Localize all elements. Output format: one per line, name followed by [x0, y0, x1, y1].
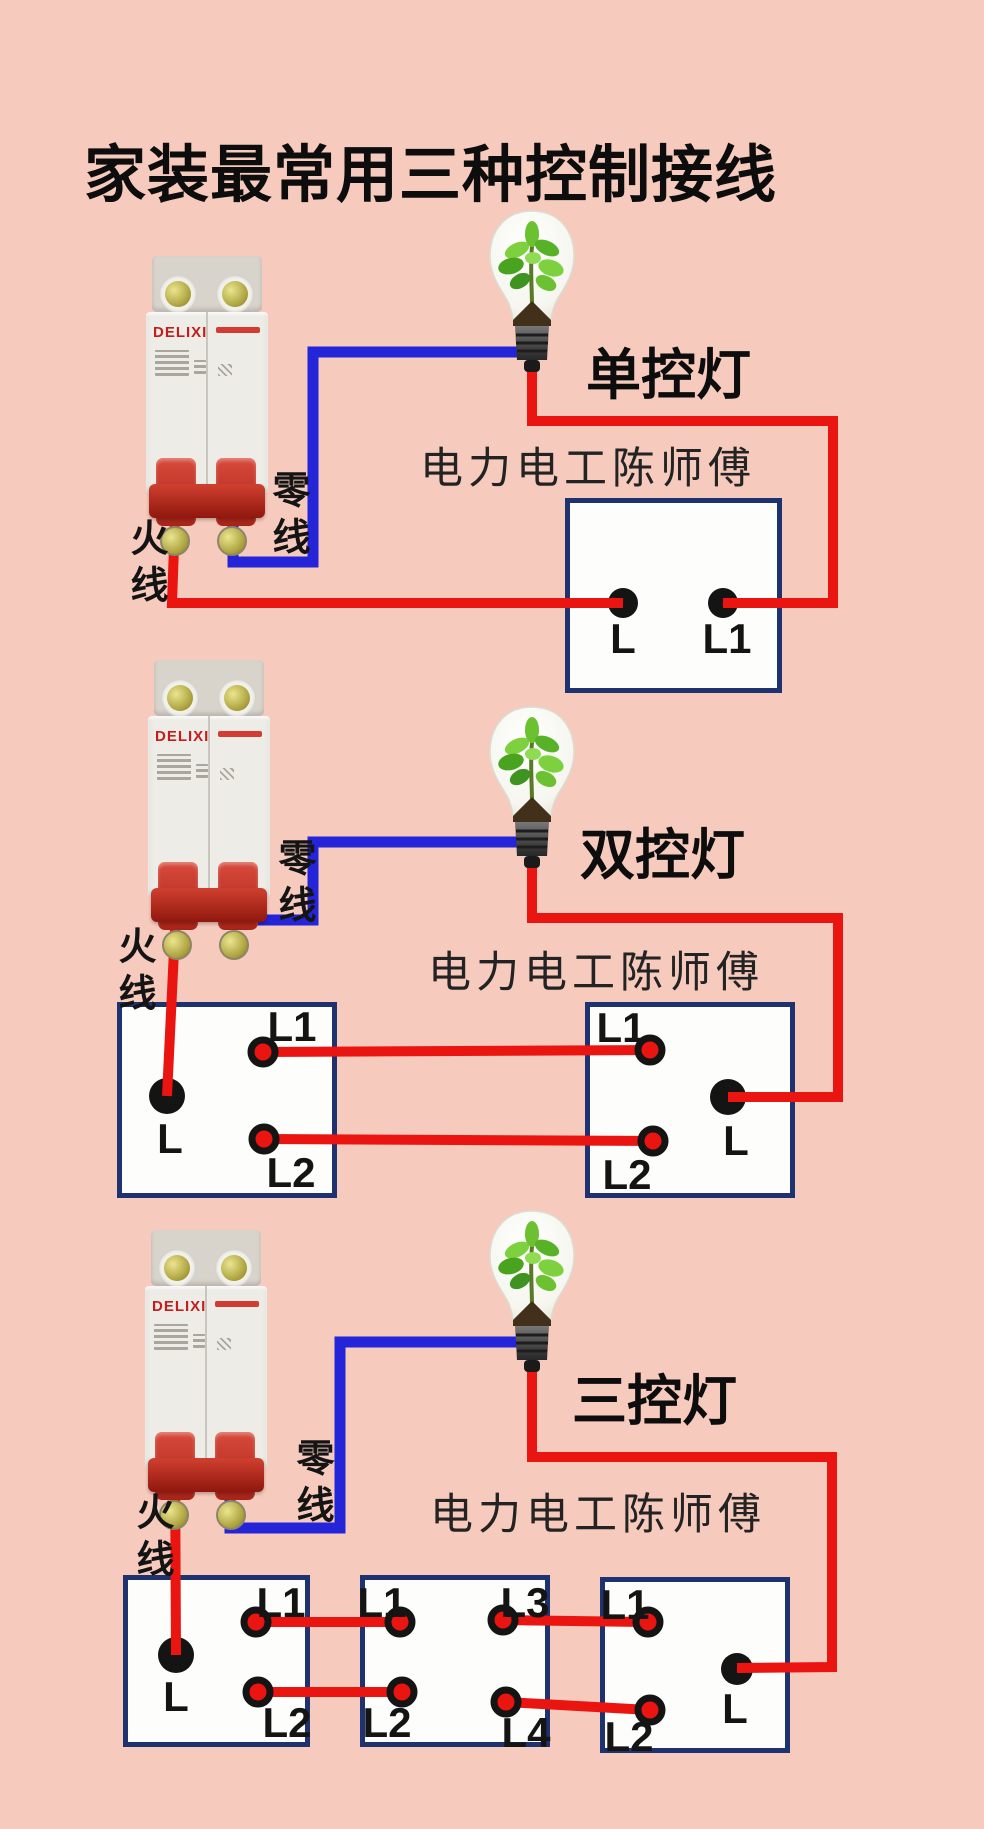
base-contact [524, 360, 540, 372]
breaker-body: DELIXI [146, 312, 268, 556]
soil [513, 301, 551, 326]
screw-terminal-icon [217, 526, 247, 556]
screw-terminal-icon [162, 930, 192, 960]
plant-leaves [498, 717, 564, 788]
switch-box-three-way-1 [123, 1575, 310, 1747]
circuit-breaker-1: DELIXI [146, 256, 268, 556]
breaker-handle-bar [149, 484, 265, 518]
screw-terminal-icon [161, 679, 199, 717]
screw-terminal-icon [158, 1249, 196, 1287]
light-bulb-1 [489, 210, 575, 372]
brand-label: DELIXI [155, 728, 210, 745]
switch-box-three-way-2 [360, 1575, 550, 1747]
plant-leaves [498, 221, 564, 292]
light-bulb-3 [489, 1210, 575, 1372]
plant-leaves [498, 1221, 564, 1292]
switch-box-single [565, 498, 782, 693]
screw-terminal-icon [159, 275, 197, 313]
breaker-terminal-block [152, 256, 262, 313]
screw-terminal-icon [216, 1500, 246, 1530]
screw-terminal-icon [219, 930, 249, 960]
red-stripe [216, 327, 260, 333]
light-bulb-2 [489, 706, 575, 868]
brand-label: DELIXI [153, 324, 208, 341]
circuit-breaker-2: DELIXI [148, 660, 270, 960]
screw-terminal-icon [216, 275, 254, 313]
screw-terminal-icon [159, 1500, 189, 1530]
circuit-breaker-3: DELIXI [145, 1230, 267, 1530]
screw-terminal-icon [160, 526, 190, 556]
breaker-handle-bar [151, 888, 267, 922]
screw-terminal-icon [215, 1249, 253, 1287]
red-terminal-dots [240, 1034, 669, 1726]
screw-terminal-icon [218, 679, 256, 717]
breaker-handle-bar [148, 1458, 264, 1492]
brand-label: DELIXI [152, 1298, 207, 1315]
neutral-wires [224, 346, 522, 1534]
